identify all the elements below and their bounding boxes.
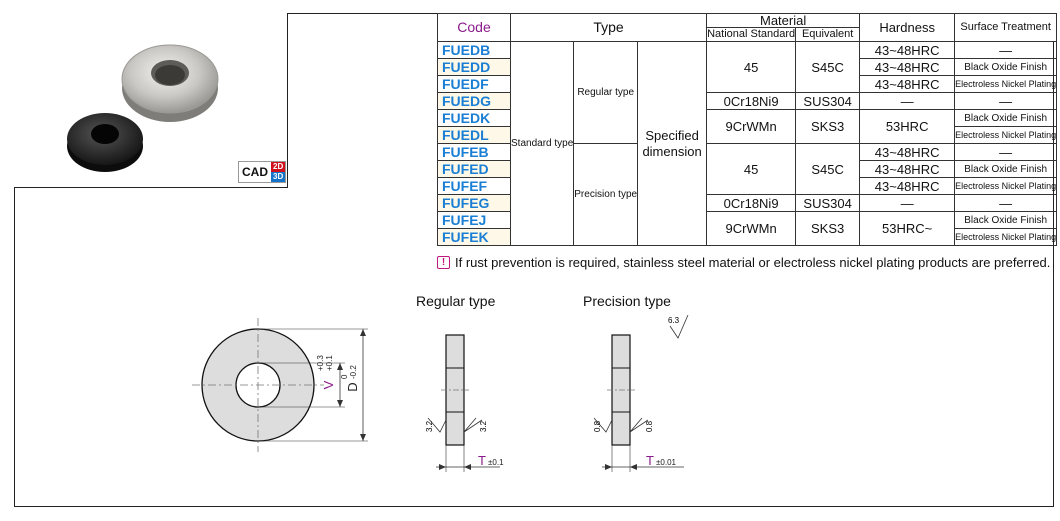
code-cell[interactable]: FUFEB — [437, 143, 511, 161]
rust-note-text: If rust prevention is required, stainles… — [455, 255, 1051, 270]
material-cell: 0Cr18Ni9 — [706, 92, 797, 110]
col-hardness: Hardness — [859, 13, 956, 42]
v-tol-low: +0.1 — [325, 355, 334, 371]
t-dim-reg: T — [478, 453, 486, 468]
type-specified: Specified dimension — [637, 41, 708, 246]
code-cell[interactable]: FUFEF — [437, 177, 511, 195]
precision-side-view: 0.8 0.8 6.3 T ±0.01 — [593, 314, 689, 472]
col-equivalent: Equivalent — [795, 27, 861, 42]
washer-illustration — [67, 44, 219, 172]
col-type: Type — [509, 13, 708, 42]
equivalent-cell: SKS3 — [795, 211, 861, 246]
surface-cell: Electroless Nickel Plating — [954, 228, 1058, 246]
type-regular: Regular type — [573, 41, 639, 144]
equivalent-cell: S45C — [795, 41, 861, 93]
code-cell[interactable]: FUEDB — [437, 41, 511, 59]
front-view: V +0.3 +0.1 D 0 -0.2 — [192, 318, 368, 452]
t-tol-prec: ±0.01 — [656, 458, 677, 467]
material-cell: 9CrWMn — [706, 211, 797, 246]
regular-side-view: 3.2 3.2 T ±0.1 — [425, 334, 504, 472]
code-cell[interactable]: FUFED — [437, 160, 511, 178]
precision-type-label: Precision type — [583, 293, 671, 309]
hardness-cell: 43~48HRC — [859, 143, 956, 161]
d-tol-up: 0 — [340, 374, 349, 379]
equivalent-cell: SUS304 — [795, 194, 861, 212]
material-cell: 45 — [706, 41, 797, 93]
rough-reg-left: 3.2 — [425, 420, 434, 432]
material-cell: 0Cr18Ni9 — [706, 194, 797, 212]
rough-reg-right: 3.2 — [479, 420, 488, 432]
d-tol-low: -0.2 — [349, 365, 358, 379]
regular-type-label: Regular type — [416, 293, 496, 309]
type-precision: Precision type — [573, 143, 639, 246]
rough-prec-right: 0.8 — [645, 420, 654, 432]
cad-3d-badge[interactable]: 3D — [271, 172, 286, 182]
col-national-standard: National Standard — [706, 27, 797, 42]
product-photo — [14, 13, 288, 188]
v-tol-up: +0.3 — [316, 355, 325, 371]
t-tol-reg: ±0.1 — [488, 458, 504, 467]
t-dim-prec: T — [646, 453, 654, 468]
code-cell[interactable]: FUEDK — [437, 109, 511, 127]
rough-top: 6.3 — [668, 316, 680, 325]
col-surface-treatment: Surface Treatment — [954, 13, 1058, 42]
code-cell[interactable]: FUEDG — [437, 92, 511, 110]
type-standard: Standard type — [509, 41, 575, 246]
v-dim-label: V — [321, 380, 336, 389]
code-cell[interactable]: FUFEK — [437, 228, 511, 246]
rust-note: ! If rust prevention is required, stainl… — [437, 255, 1050, 270]
cad-label: CAD — [242, 165, 268, 179]
col-code: Code — [437, 13, 511, 42]
cad-badge[interactable]: CAD 2D 3D — [238, 161, 287, 183]
rough-prec-left: 0.8 — [593, 420, 602, 432]
cad-2d-badge[interactable]: 2D — [271, 162, 286, 172]
material-cell: 9CrWMn — [706, 109, 797, 144]
col-material: Material — [706, 13, 861, 28]
d-dim-label: D — [345, 382, 360, 391]
code-cell[interactable]: FUEDD — [437, 58, 511, 76]
warning-icon: ! — [437, 256, 450, 269]
hardness-cell: 53HRC~ — [859, 211, 956, 246]
hardness-cell: 43~48HRC — [859, 160, 956, 178]
spec-table: Code Type Material Hardness Surface Trea… — [437, 13, 1058, 246]
